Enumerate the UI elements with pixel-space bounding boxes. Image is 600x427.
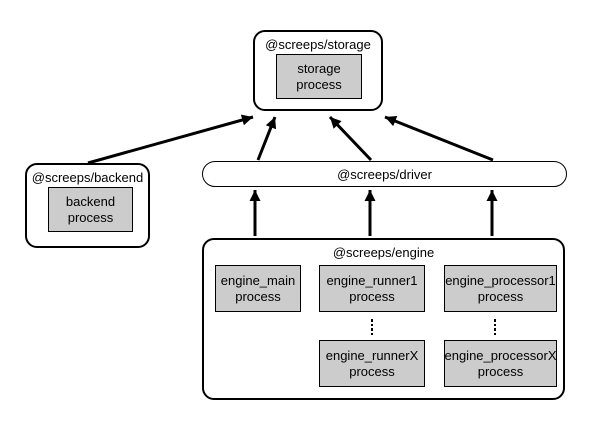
node-engine-title: @screeps/engine xyxy=(332,245,435,260)
process-engine-runnerX: engine_runnerX process xyxy=(319,340,425,387)
node-storage: @screeps/storage storage process xyxy=(253,30,383,111)
process-storage: storage process xyxy=(276,54,362,99)
node-driver: @screeps/driver xyxy=(202,161,567,187)
vertical-ellipsis-icon xyxy=(493,319,497,335)
node-engine: @screeps/engine engine_main process engi… xyxy=(202,238,565,400)
node-backend-title: @screeps/backend xyxy=(31,170,144,185)
process-engine-processor1: engine_processor1 process xyxy=(444,265,557,312)
node-storage-title: @screeps/storage xyxy=(265,37,371,52)
process-backend: backend process xyxy=(48,187,133,232)
arrow-driver-right-to-storage xyxy=(384,115,494,162)
node-driver-title: @screeps/driver xyxy=(337,166,432,182)
process-engine-runner1: engine_runner1 process xyxy=(319,265,425,312)
node-backend: @screeps/backend backend process xyxy=(25,163,150,248)
arrow-driver-left-to-storage xyxy=(256,116,277,161)
process-engine-main: engine_main process xyxy=(215,265,301,312)
vertical-ellipsis-icon xyxy=(370,319,374,335)
process-engine-processorX: engine_processorX process xyxy=(444,340,557,387)
arrow-driver-middle-to-storage xyxy=(328,115,373,162)
arrow-backend-to-storage xyxy=(87,114,254,165)
